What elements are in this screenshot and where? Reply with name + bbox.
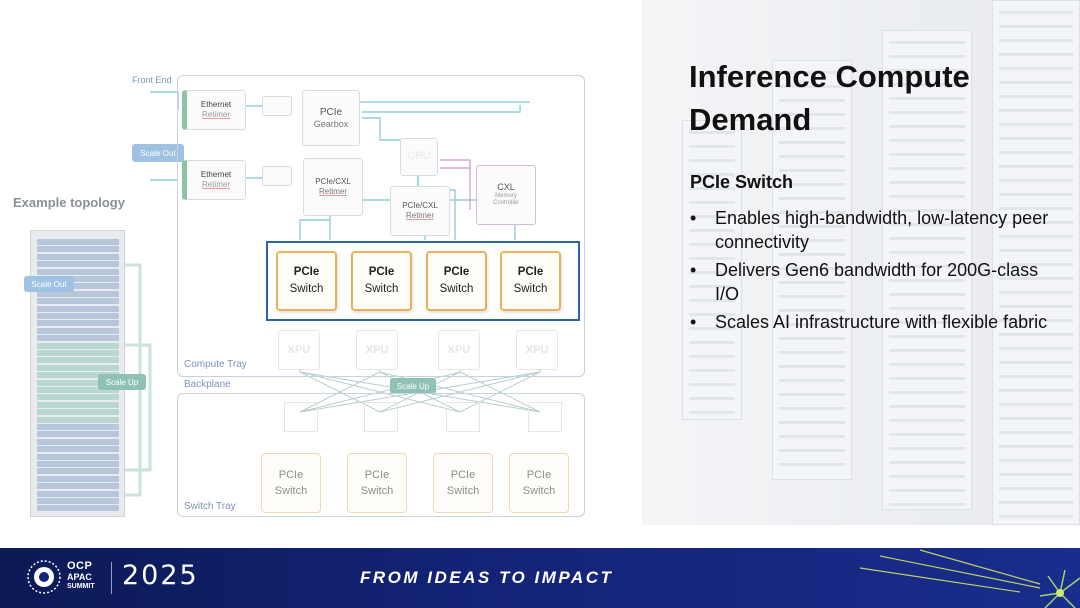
scale-up-tag: Scale Up xyxy=(390,378,436,394)
bullet-item: • Scales AI infrastructure with flexible … xyxy=(690,310,1060,334)
footer-divider xyxy=(111,562,112,594)
rack-unit xyxy=(37,387,119,393)
retimer-chip xyxy=(284,402,318,432)
compute-tray-frame xyxy=(177,75,585,377)
switch-tray-label: Switch Tray xyxy=(184,501,236,512)
footer-year: 2025 xyxy=(122,560,199,591)
rack-unit xyxy=(37,335,119,342)
retimer-chip xyxy=(364,402,398,432)
pcie-switch-tray: PCIe Switch xyxy=(433,453,493,513)
bullet-glyph: • xyxy=(690,208,697,228)
rack-unit xyxy=(37,320,119,327)
rack-unit xyxy=(37,446,119,453)
topology-diagram: Front End Scale Out Compute Tray Backpla… xyxy=(0,60,640,525)
server-room-background xyxy=(642,0,1080,525)
switch-tray-frame xyxy=(177,393,585,517)
ocp-logo-icon xyxy=(27,560,61,594)
example-topology-title: Example topology xyxy=(13,195,125,210)
slide-title-line2: Demand xyxy=(689,102,812,137)
cpu-box: CPU xyxy=(400,138,438,176)
retimer-chip xyxy=(528,402,562,432)
rack-unit xyxy=(37,401,119,408)
rack-unit xyxy=(37,350,119,356)
xpu-box: XPU xyxy=(438,330,480,370)
pcie-cxl-retimer-2: PCIe/CXL Retimer xyxy=(390,186,450,236)
footer-tagline: FROM IDEAS TO IMPACT xyxy=(360,568,614,587)
pcie-switch-highlight: PCIe Switch xyxy=(426,251,487,311)
rack-unit xyxy=(37,246,119,253)
port-socket xyxy=(262,166,292,186)
rack-unit xyxy=(37,268,119,275)
ethernet-retimer-2: Ethernet Retimer xyxy=(182,160,246,200)
rack-unit xyxy=(37,283,119,290)
rack-unit xyxy=(37,372,119,379)
slide-title-line1: Inference Compute xyxy=(689,59,970,94)
rack-unit xyxy=(37,379,119,386)
rack-unit xyxy=(37,461,119,467)
rack-unit xyxy=(37,438,119,445)
rack-unit xyxy=(37,453,119,460)
xpu-box: XPU xyxy=(278,330,320,370)
rack-unit xyxy=(37,261,119,268)
rack-unit xyxy=(37,431,119,438)
pcie-switch-highlight: PCIe Switch xyxy=(276,251,337,311)
decorative-burst xyxy=(860,549,1080,608)
bullet-item: • Enables high-bandwidth, low-latency pee… xyxy=(690,206,1060,254)
rack-unit xyxy=(37,342,119,349)
pcie-gearbox: PCIe Gearbox xyxy=(302,90,360,146)
bullet-glyph: • xyxy=(690,312,697,332)
bullet-text: Enables high-bandwidth, low-latency peer… xyxy=(715,208,1049,252)
rack-unit xyxy=(37,239,119,245)
rack-unit xyxy=(37,468,119,475)
compute-tray-label: Compute Tray xyxy=(184,359,247,370)
bullet-text: Delivers Gen6 bandwidth for 200G-class I… xyxy=(715,260,1039,304)
rack-unit xyxy=(37,394,119,401)
section-heading: PCIe Switch xyxy=(690,172,794,192)
rack-unit xyxy=(37,253,119,260)
pcie-switch-highlight: PCIe Switch xyxy=(500,251,561,311)
cxl-memory-controller: CXL Memory Controller xyxy=(476,165,536,225)
scale-out-tag: Scale Out xyxy=(132,144,184,162)
rack-unit xyxy=(37,298,119,305)
rack-unit xyxy=(37,475,119,482)
pcie-switch-highlight: PCIe Switch xyxy=(351,251,412,311)
rack-scale-out-tag: Scale Out xyxy=(24,276,74,292)
rack-unit xyxy=(37,357,119,364)
pcie-switch-tray: PCIe Switch xyxy=(347,453,407,513)
rack-unit xyxy=(37,490,119,497)
xpu-box: XPU xyxy=(516,330,558,370)
logo-text: OCP APAC SUMMIT xyxy=(67,560,95,591)
pcie-switch-tray: PCIe Switch xyxy=(509,453,569,513)
pcie-switch-tray: PCIe Switch xyxy=(261,453,321,513)
ethernet-retimer-1: Ethernet Retimer xyxy=(182,90,246,130)
bullet-list: • Enables high-bandwidth, low-latency pee… xyxy=(690,206,1060,338)
rack-unit xyxy=(37,364,119,371)
rack-unit xyxy=(37,290,119,297)
rack-unit xyxy=(37,276,119,282)
retimer-chip xyxy=(446,402,480,432)
port-socket xyxy=(262,96,292,116)
front-end-label: Front End xyxy=(132,75,172,85)
rack-unit xyxy=(37,409,119,416)
bullet-item: • Delivers Gen6 bandwidth for 200G-class … xyxy=(690,258,1060,306)
rack-unit xyxy=(37,416,119,423)
highlighted-switch-group xyxy=(266,241,580,321)
rack-scale-up-tag: Scale Up xyxy=(98,374,146,390)
rack-unit xyxy=(37,327,119,334)
rack-unit xyxy=(37,505,119,512)
rack-unit xyxy=(37,483,119,490)
slide-title: Inference Compute Demand xyxy=(689,55,1049,141)
bullet-glyph: • xyxy=(690,260,697,280)
footer-banner: OCP APAC SUMMIT 2025 FROM IDEAS TO IMPAC… xyxy=(0,548,1080,608)
rack-unit xyxy=(37,313,119,319)
xpu-box: XPU xyxy=(356,330,398,370)
rack-unit xyxy=(37,498,119,504)
rack-unit xyxy=(37,305,119,312)
rack-unit xyxy=(37,424,119,430)
pcie-cxl-retimer-1: PCIe/CXL Retimer xyxy=(303,158,363,216)
bullet-text: Scales AI infrastructure with flexible f… xyxy=(715,312,1048,332)
backplane-label: Backplane xyxy=(184,379,231,390)
